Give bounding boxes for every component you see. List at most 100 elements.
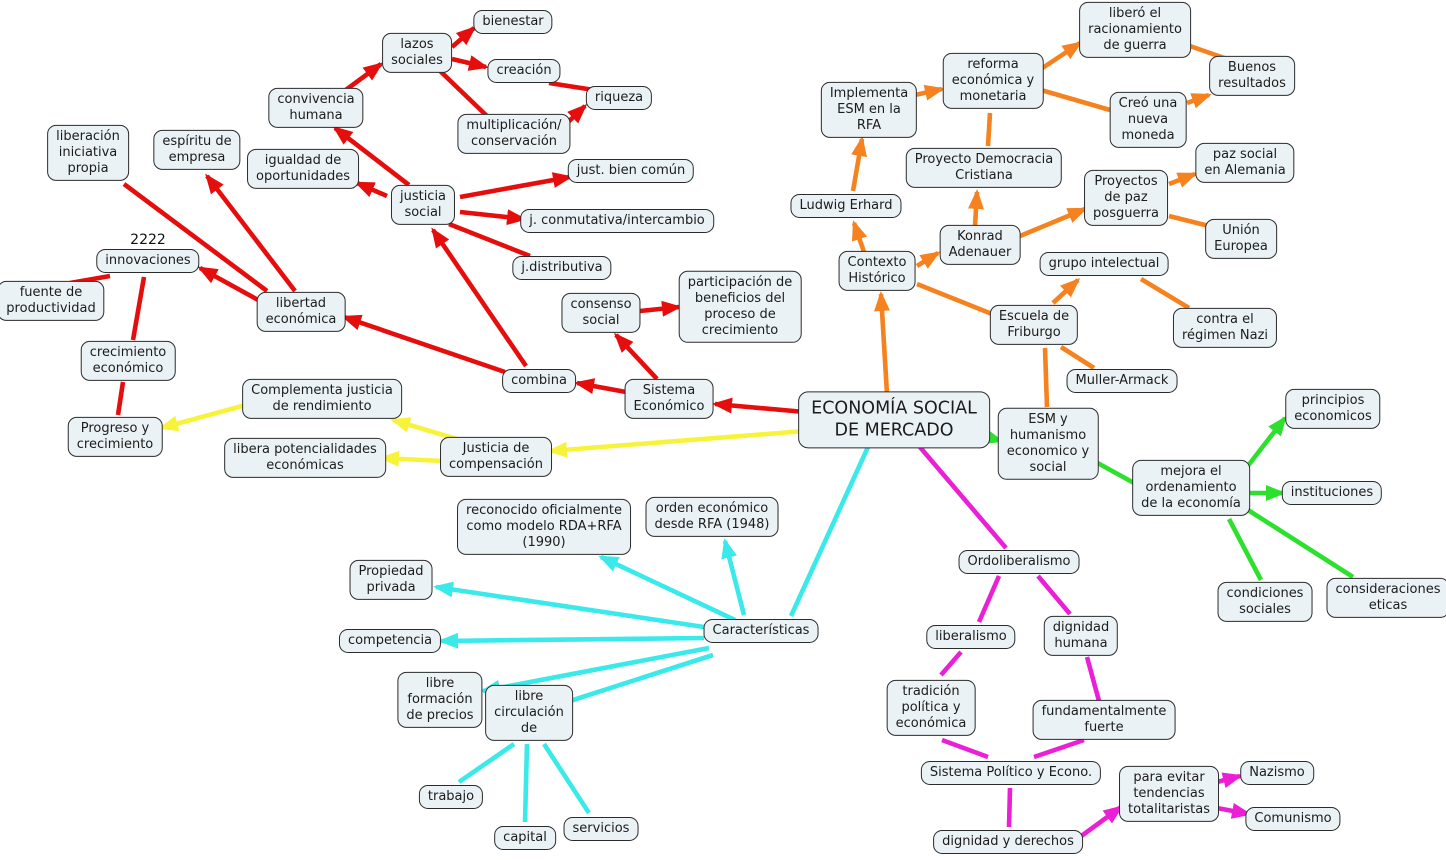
edge-reforma-libero	[1039, 41, 1083, 71]
edge-consenso-participacion	[639, 300, 682, 317]
node-dignidad-derechos[interactable]: dignidad y derechos	[933, 829, 1083, 855]
edge-esm-ordoliberalismo	[917, 444, 1008, 550]
node-libre-circulacion[interactable]: libre circulación de	[485, 684, 573, 742]
edge-mejora-condiciones	[1226, 517, 1264, 582]
node-fuente[interactable]: fuente de productividad	[0, 280, 105, 322]
edge-liberalismo-tradicion	[939, 650, 963, 677]
node-evitar[interactable]: para evitar tendencias totalitaristas	[1119, 765, 1219, 823]
node-libero[interactable]: liberó el racionamiento de guerra	[1079, 1, 1191, 59]
edge-justicia-social-convivencia	[332, 126, 411, 187]
node-libre-formacion[interactable]: libre formación de precios	[397, 671, 483, 729]
annotation-2222: 2222	[130, 232, 166, 248]
node-proyecto-dc[interactable]: Proyecto Democracia Cristiana	[905, 147, 1063, 189]
node-consenso[interactable]: consenso social	[561, 292, 641, 334]
node-tradicion[interactable]: tradición política y económica	[886, 679, 976, 737]
edge-sistema-politico-dignidad-derechos	[1006, 787, 1013, 828]
edge-friburgo-muller	[1059, 345, 1096, 370]
node-creacion[interactable]: creación	[487, 58, 561, 84]
node-libera[interactable]: libera potencialidades económicas	[224, 437, 386, 479]
edge-ludwig-implementa	[850, 136, 867, 192]
node-multiplicacion[interactable]: multiplicación/ conservación	[457, 113, 571, 155]
node-liberalismo[interactable]: liberalismo	[926, 624, 1016, 650]
edge-friburgo-esm-humanismo	[1042, 347, 1050, 408]
node-ordoliberalismo[interactable]: Ordoliberalismo	[958, 549, 1080, 575]
edge-esm-sistema-eco	[712, 397, 806, 415]
node-implementa[interactable]: Implementa ESM en la RFA	[820, 81, 918, 139]
node-espiritu[interactable]: espíritu de empresa	[153, 129, 241, 171]
node-reforma[interactable]: reforma económica y monetaria	[942, 52, 1044, 110]
node-orden-eco[interactable]: orden económico desde RFA (1948)	[645, 496, 779, 538]
node-liberacion[interactable]: liberación iniciativa propia	[47, 124, 129, 182]
node-condiciones[interactable]: condiciones sociales	[1217, 581, 1313, 623]
edge-crecimiento-eco-progreso	[115, 381, 126, 416]
edge-innovaciones-crecimiento-eco	[130, 276, 147, 341]
node-caracteristicas[interactable]: Características	[703, 618, 819, 644]
node-complementa[interactable]: Complementa justicia de rendimiento	[242, 378, 402, 420]
edge-konrad-proyecto-dc	[968, 189, 984, 227]
node-consideraciones[interactable]: consideraciones eticas	[1326, 577, 1446, 619]
node-esm-humanismo[interactable]: ESM y humanismo economico y social	[997, 407, 1099, 481]
node-trabajo[interactable]: trabajo	[418, 784, 484, 810]
node-ludwig[interactable]: Ludwig Erhard	[790, 193, 902, 219]
edge-convivencia-lazos	[341, 62, 384, 94]
node-comunismo[interactable]: Comunismo	[1245, 806, 1341, 832]
node-instituciones[interactable]: instituciones	[1281, 480, 1383, 506]
node-contra-nazi[interactable]: contra el régimen Nazi	[1172, 307, 1278, 349]
node-sistema-eco[interactable]: Sistema Económico	[624, 378, 714, 420]
node-innovaciones[interactable]: innovaciones	[96, 248, 200, 274]
edge-friburgo-grupo	[1051, 277, 1081, 305]
edge-libertad-eco-liberacion	[122, 182, 269, 293]
node-lazos[interactable]: lazos sociales	[382, 32, 452, 74]
node-competencia[interactable]: competencia	[338, 628, 442, 654]
node-progreso[interactable]: Progreso y crecimiento	[67, 416, 163, 458]
node-distributiva[interactable]: j.distributiva	[512, 255, 612, 281]
node-reconocido[interactable]: reconocido oficialmente como modelo RDA+…	[457, 498, 631, 556]
node-crecimiento-eco[interactable]: crecimiento económico	[80, 340, 176, 382]
edge-lazos-multiplicacion	[436, 67, 490, 119]
node-convivencia[interactable]: convivencia humana	[268, 87, 364, 129]
node-buenos[interactable]: Buenos resultados	[1209, 55, 1295, 97]
edge-dignidad-derechos-evitar	[1078, 805, 1124, 839]
node-grupo[interactable]: grupo intelectual	[1039, 251, 1169, 277]
node-participacion[interactable]: participación de beneficios del proceso …	[678, 270, 802, 344]
edge-caracteristicas-propiedad	[433, 581, 705, 630]
node-sistema-politico[interactable]: Sistema Político y Econo.	[920, 760, 1102, 786]
node-konrad[interactable]: Konrad Adenauer	[939, 224, 1021, 266]
node-nazismo[interactable]: Nazismo	[1240, 760, 1314, 786]
node-contexto[interactable]: Contexto Histórico	[838, 250, 916, 292]
edge-contexto-ludwig	[851, 220, 868, 253]
edge-justicia-social-bien-comun	[459, 172, 573, 200]
node-mejora[interactable]: mejora el ordenamiento de la economía	[1132, 459, 1250, 517]
edge-caracteristicas-orden-eco	[721, 538, 747, 616]
node-friburgo[interactable]: Escuela de Friburgo	[989, 304, 1079, 346]
node-libertad-eco[interactable]: libertad económica	[256, 291, 346, 333]
node-principios[interactable]: principios economicos	[1285, 388, 1381, 430]
node-propiedad[interactable]: Propiedad privada	[349, 559, 433, 601]
node-justicia-comp[interactable]: Justicia de compensación	[440, 436, 552, 478]
node-bienestar[interactable]: bienestar	[473, 9, 553, 35]
edge-caracteristicas-libre-circulacion	[569, 652, 714, 704]
node-esm[interactable]: ECONOMÍA SOCIAL DE MERCADO	[798, 391, 990, 449]
node-igualdad[interactable]: igualdad de oportunidades	[247, 148, 359, 190]
node-combina[interactable]: combina	[502, 368, 576, 394]
edge-caracteristicas-competencia	[438, 632, 705, 649]
node-capital[interactable]: capital	[494, 825, 556, 851]
node-dignidad-humana[interactable]: dignidad humana	[1043, 615, 1119, 657]
edge-esm-justicia-comp	[547, 428, 806, 458]
edge-mejora-principios	[1245, 415, 1287, 469]
node-creo-moneda[interactable]: Creó una nueva moneda	[1109, 91, 1187, 149]
node-union-europea[interactable]: Unión Europea	[1205, 218, 1277, 260]
node-conmutativa[interactable]: j. conmutativa/intercambio	[520, 208, 714, 234]
edge-libre-circulacion-trabajo	[457, 742, 516, 784]
node-servicios[interactable]: servicios	[563, 816, 639, 842]
node-justicia-social[interactable]: justicia social	[390, 184, 456, 226]
edge-ordoliberalismo-liberalismo	[976, 575, 1002, 623]
node-proyectos-paz[interactable]: Proyectos de paz posguerra	[1084, 169, 1168, 227]
node-riqueza[interactable]: riqueza	[585, 85, 653, 111]
node-fundamentalmente[interactable]: fundamentalmente fuerte	[1032, 699, 1176, 741]
node-muller[interactable]: Muller-Armack	[1066, 368, 1178, 394]
node-paz-social[interactable]: paz social en Alemania	[1195, 142, 1295, 184]
node-bien-comun[interactable]: just. bien común	[567, 158, 695, 184]
